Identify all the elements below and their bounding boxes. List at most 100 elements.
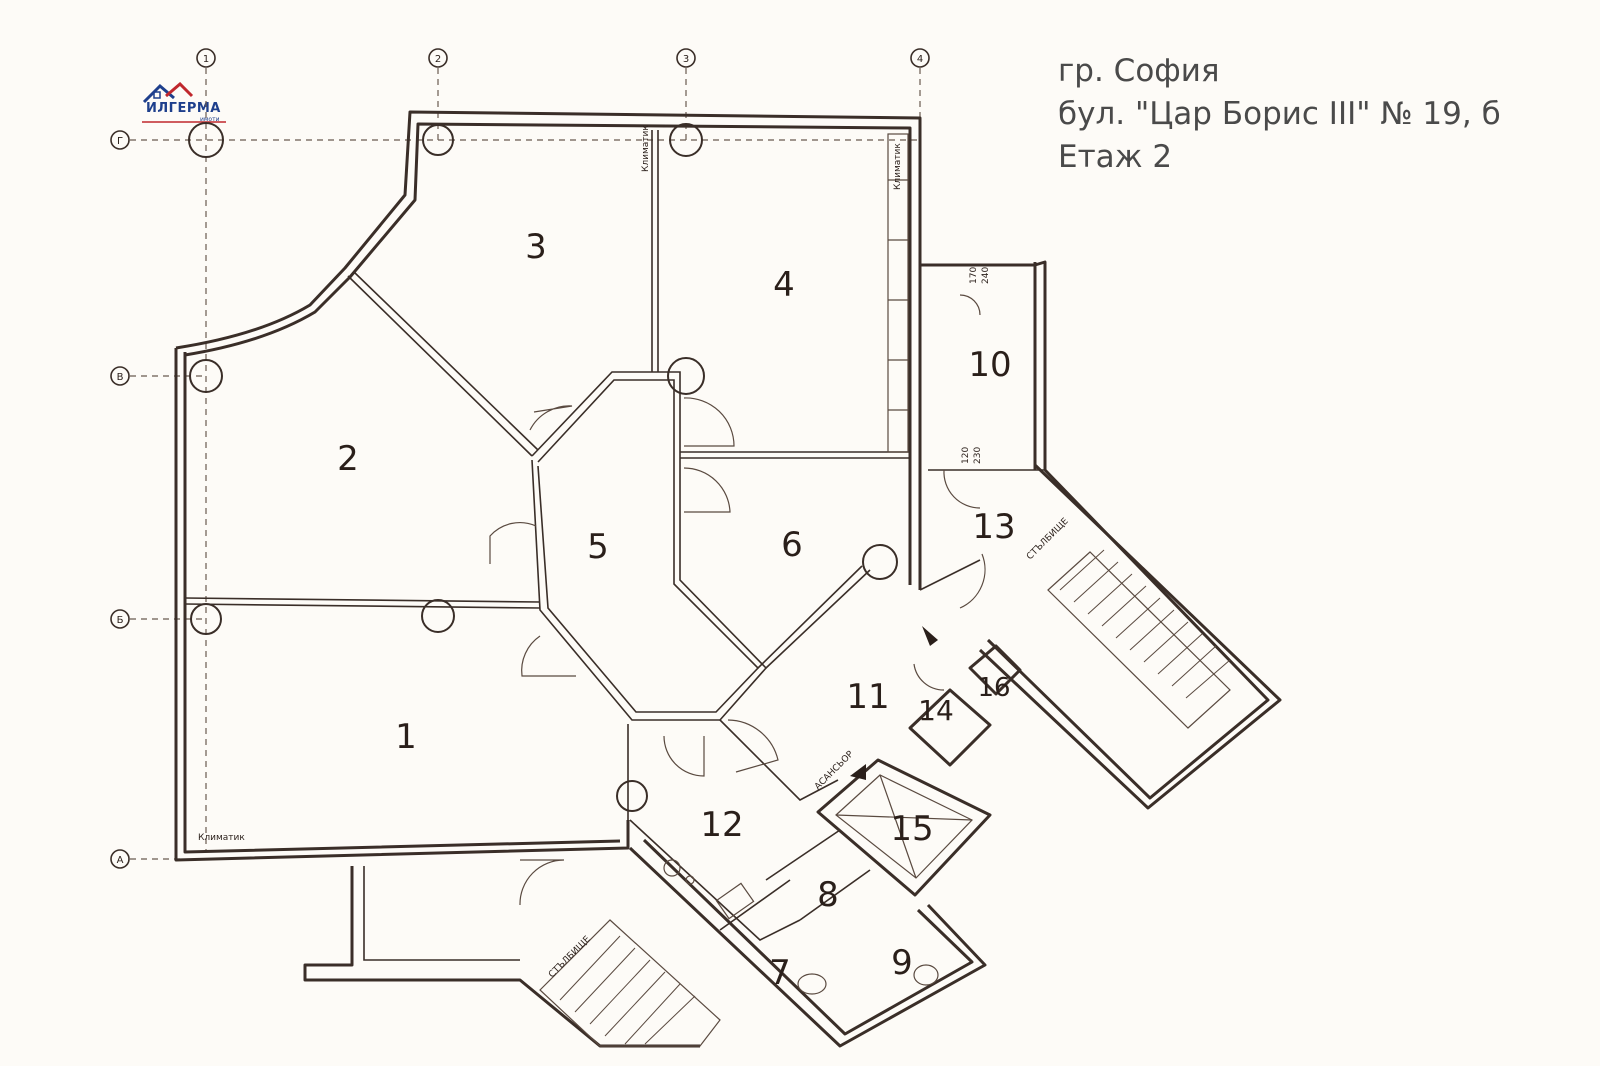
room-numbers: 1 2 3 4 5 6 7 8 9 10 11 12 13 14 15 16 (337, 227, 1015, 993)
door-1 (521, 635, 576, 677)
axis-grid: 1 2 3 4 Г В Б А (110, 48, 930, 869)
stair-top-walls (978, 463, 1282, 810)
dim-120: 120 (961, 447, 971, 464)
room-7-label: 7 (769, 953, 791, 993)
room-8-label: 8 (817, 875, 839, 915)
axis-label-v: В (117, 372, 124, 383)
axis-label-a: А (117, 855, 124, 866)
room-4-label: 4 (773, 265, 795, 305)
hall-5-walls (531, 371, 768, 721)
axis-bubble-v (110, 366, 130, 386)
toilet-9-icon (913, 964, 939, 986)
toilet-7-icon (797, 973, 827, 995)
column (189, 359, 223, 393)
room-12-label: 12 (700, 805, 743, 845)
columns (188, 122, 898, 812)
wall-6-11 (765, 569, 871, 669)
hall-5-walls-inner (537, 379, 760, 713)
stair-top-steps-frame (1047, 551, 1231, 729)
wall-12-8 (765, 829, 841, 881)
logo-name: ИЛГЕРМА (146, 101, 221, 116)
room-10-wall (920, 260, 1047, 470)
room-9-label: 9 (891, 943, 913, 983)
address-floor: Етаж 2 (1058, 139, 1173, 175)
room-15-label: 15 (890, 809, 933, 849)
address-street: бул. "Цар Борис III" № 19, б (1058, 96, 1501, 132)
west-south-wall (174, 348, 630, 862)
axis-bubble-4 (910, 48, 930, 68)
room-1-label: 1 (395, 717, 417, 757)
north-wall (175, 110, 922, 590)
axis-bubble-1 (196, 48, 216, 68)
axis-label-b: Б (117, 615, 124, 626)
axis-label-3: 3 (683, 54, 689, 65)
arrow-icon (922, 626, 938, 646)
west-south-wall-inner (183, 352, 621, 854)
door-10 (959, 294, 981, 316)
logo-subtitle: имоти (200, 116, 220, 123)
wall-11-13 (919, 559, 981, 591)
service-core (628, 644, 1022, 1048)
door-11 (727, 719, 779, 773)
column (188, 122, 224, 158)
axis-bubble-2 (428, 48, 448, 68)
south-core-wall (628, 846, 987, 1048)
address-block: гр. София бул. "Цар Борис III" № 19, б Е… (1058, 50, 1501, 179)
wall-6-11-b (757, 565, 863, 669)
company-logo: ИЛГЕРМА имоти (140, 82, 230, 128)
dim-230: 230 (973, 447, 983, 464)
column (667, 357, 705, 395)
dim-240: 240 (981, 267, 991, 284)
room-10-label: 10 (968, 345, 1011, 385)
column (669, 123, 703, 157)
column (421, 599, 455, 633)
column (616, 780, 648, 812)
north-wall-inner (184, 122, 912, 585)
axis-bubble-3 (676, 48, 696, 68)
room-2-label: 2 (337, 439, 359, 479)
room-6-label: 6 (781, 525, 803, 565)
stair-bottom-inner (363, 866, 520, 961)
axis-label-1: 1 (203, 54, 209, 65)
drain-icon (685, 875, 695, 885)
stair-top-walls-inner (986, 468, 1270, 800)
axis-bubble-b (110, 609, 130, 629)
wall-8-9 (799, 869, 871, 921)
axis-label-4: 4 (917, 54, 923, 65)
wall-1-2 (184, 597, 541, 603)
staircase-top: СТЪЛБИЩЕ (978, 463, 1282, 810)
room-13-label: 13 (972, 507, 1015, 547)
column (190, 603, 222, 635)
door-13a (943, 469, 981, 509)
room-16-label: 16 (977, 673, 1010, 703)
washbasin-icon (715, 882, 755, 920)
door-2 (529, 405, 573, 431)
axis-label-2: 2 (435, 54, 441, 65)
stair-bottom-steps-frame (539, 919, 721, 1047)
wall-12-11 (719, 719, 839, 801)
ac-label-3: Климатик (198, 833, 245, 843)
room-5-label: 5 (587, 527, 609, 567)
address-city: гр. София (1058, 53, 1220, 89)
house-roof-icon (142, 82, 226, 123)
room-3-label: 3 (525, 227, 547, 267)
room-14 (908, 688, 992, 767)
wall-1-2-b (184, 603, 541, 609)
wardrobe-4 (887, 133, 909, 453)
stairs-top-label: СТЪЛБИЩЕ (1025, 516, 1071, 562)
door-6 (683, 467, 731, 513)
door-12 (663, 735, 705, 777)
exterior-walls (174, 110, 1047, 862)
staircase-bottom: СТЪЛБИЩЕ (303, 866, 721, 1048)
column (862, 544, 898, 580)
sink-icon (663, 859, 681, 877)
arrow-icon (850, 764, 866, 780)
room-11-label: 11 (846, 677, 889, 717)
axis-bubble-a (110, 849, 130, 869)
door-4 (683, 397, 735, 447)
stairs-bottom-label: СТЪЛБИЩЕ (547, 934, 593, 980)
south-core-wall-inner (642, 838, 974, 1036)
ac-label-1: Климатик (641, 125, 651, 172)
